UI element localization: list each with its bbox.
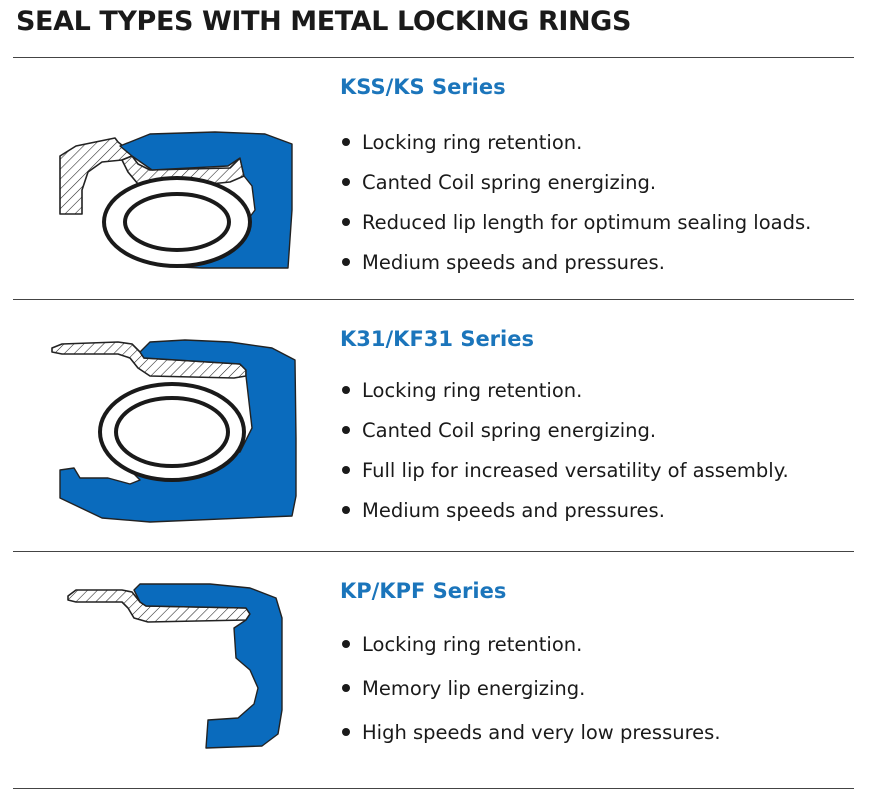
kss-ks-seal-cross-section-icon bbox=[59, 131, 293, 269]
list-item: Canted Coil spring energizing. bbox=[340, 162, 811, 202]
bullet-list: Locking ring retention. Canted Coil spri… bbox=[340, 122, 811, 282]
list-item: Reduced lip length for optimum sealing l… bbox=[340, 202, 811, 242]
list-item: Locking ring retention. bbox=[340, 622, 721, 666]
k31-kf31-seal-cross-section-icon bbox=[51, 339, 297, 523]
bottom-rule bbox=[13, 788, 854, 789]
bullet-text: High speeds and very low pressures. bbox=[362, 720, 721, 744]
series-title: KP/KPF Series bbox=[340, 579, 507, 603]
section-kp-kpf: KP/KPF Series Locking ring retention. Me… bbox=[0, 552, 886, 788]
section-divider bbox=[13, 299, 854, 300]
bullet-icon bbox=[342, 684, 350, 692]
bullet-list: Locking ring retention. Canted Coil spri… bbox=[340, 370, 789, 530]
list-item: Medium speeds and pressures. bbox=[340, 490, 789, 530]
bullet-list: Locking ring retention. Memory lip energ… bbox=[340, 622, 721, 754]
bullet-text: Locking ring retention. bbox=[362, 632, 583, 656]
bullet-icon bbox=[342, 178, 350, 186]
bullet-text: Medium speeds and pressures. bbox=[362, 250, 665, 274]
bullet-text: Memory lip energizing. bbox=[362, 676, 586, 700]
bullet-text: Full lip for increased versatility of as… bbox=[362, 458, 789, 482]
bullet-text: Medium speeds and pressures. bbox=[362, 498, 665, 522]
list-item: High speeds and very low pressures. bbox=[340, 710, 721, 754]
list-item: Medium speeds and pressures. bbox=[340, 242, 811, 282]
list-item: Memory lip energizing. bbox=[340, 666, 721, 710]
series-title: KSS/KS Series bbox=[340, 75, 506, 99]
bullet-icon bbox=[342, 466, 350, 474]
bullet-icon bbox=[342, 386, 350, 394]
section-divider bbox=[13, 551, 854, 552]
bullet-icon bbox=[342, 506, 350, 514]
bullet-text: Locking ring retention. bbox=[362, 130, 583, 154]
kp-kpf-seal-cross-section-icon bbox=[67, 583, 283, 749]
list-item: Locking ring retention. bbox=[340, 370, 789, 410]
bullet-text: Reduced lip length for optimum sealing l… bbox=[362, 210, 812, 234]
section-kss-ks: KSS/KS Series Locking ring retention. Ca… bbox=[0, 58, 886, 299]
bullet-icon bbox=[342, 640, 350, 648]
bullet-text: Canted Coil spring energizing. bbox=[362, 418, 657, 442]
list-item: Locking ring retention. bbox=[340, 122, 811, 162]
list-item: Canted Coil spring energizing. bbox=[340, 410, 789, 450]
bullet-text: Locking ring retention. bbox=[362, 378, 583, 402]
bullet-text: Canted Coil spring energizing. bbox=[362, 170, 657, 194]
section-k31-kf31: K31/KF31 Series Locking ring retention. … bbox=[0, 300, 886, 551]
bullet-icon bbox=[342, 138, 350, 146]
bullet-icon bbox=[342, 258, 350, 266]
list-item: Full lip for increased versatility of as… bbox=[340, 450, 789, 490]
page-title: SEAL TYPES WITH METAL LOCKING RINGS bbox=[16, 6, 631, 37]
top-rule bbox=[13, 57, 854, 58]
bullet-icon bbox=[342, 426, 350, 434]
series-title: K31/KF31 Series bbox=[340, 327, 534, 351]
bullet-icon bbox=[342, 728, 350, 736]
bullet-icon bbox=[342, 218, 350, 226]
